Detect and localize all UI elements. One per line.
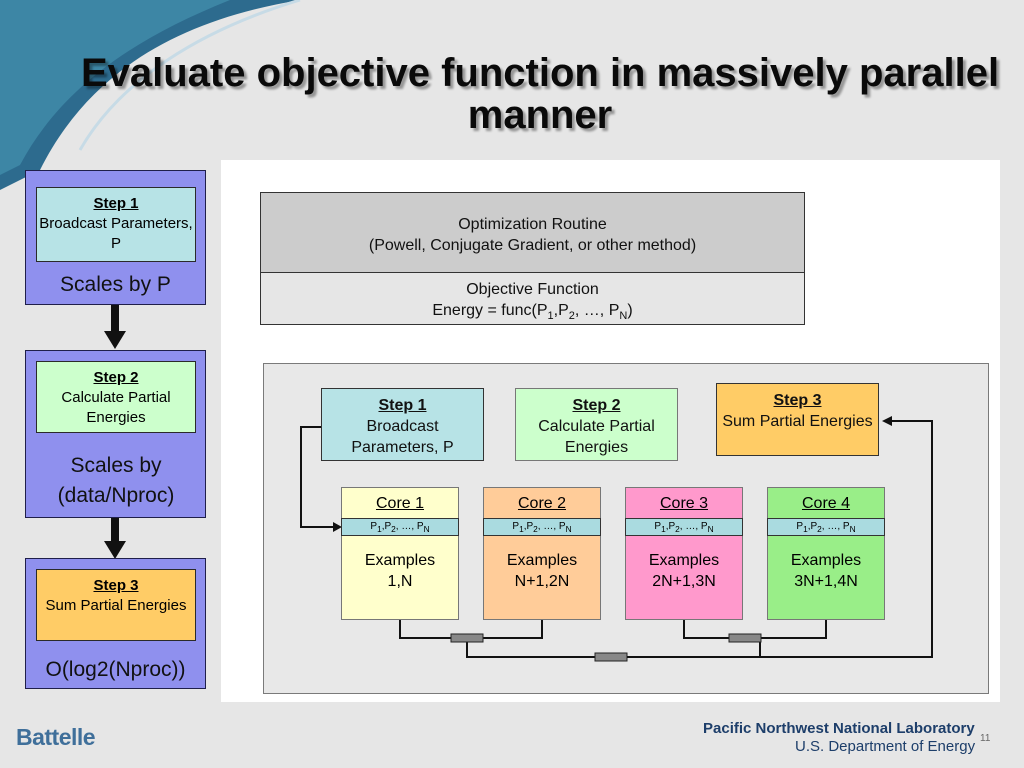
battelle-logo: Battelle [16, 724, 96, 750]
step-text: Broadcast Parameters, P [351, 418, 454, 456]
objective-title: Objective Function [466, 281, 599, 298]
param-strip: P1,P2, …, PN [483, 518, 601, 536]
param-strip: P1,P2, …, PN [767, 518, 885, 536]
step-label: Step 2 [572, 397, 621, 414]
optimization-methods: (Powell, Conjugate Gradient, or other me… [368, 237, 697, 254]
core-name: Core 3 [659, 495, 709, 512]
diagram-step3-box: Step 3 Sum Partial Energies [716, 383, 879, 456]
scaling-caption: O(log2(Nproc)) [45, 658, 186, 681]
slide-title: Evaluate objective function in massively… [80, 51, 1000, 137]
step-text: Broadcast Parameters, P [39, 215, 193, 252]
step-label: Step 3 [773, 392, 822, 409]
left-panel-step1: Step 1 Broadcast Parameters, P Scales by… [25, 170, 206, 305]
diagram-step1-box: Step 1 Broadcast Parameters, P [321, 388, 484, 461]
param-strip: P1,P2, …, PN [625, 518, 743, 536]
left-panel-step3: Step 3 Sum Partial Energies O(log2(Nproc… [25, 558, 206, 689]
objective-formula: Energy = func(P1,P2, …, PN) [432, 302, 633, 323]
down-arrow-1 [104, 305, 128, 350]
page-number: 11 [980, 733, 991, 744]
scaling-caption: Scales by (data/Nproc) [57, 454, 175, 507]
step-label: Step 1 [378, 397, 427, 414]
left-step1-box: Step 1 Broadcast Parameters, P [36, 187, 196, 262]
core-name: Core 4 [801, 495, 851, 512]
doe-name: U.S. Department of Energy [795, 738, 976, 755]
param-strip: P1,P2, …, PN [341, 518, 459, 536]
left-step2-box: Step 2 Calculate Partial Energies [36, 361, 196, 433]
down-arrow-2 [104, 518, 128, 560]
core-name: Core 2 [517, 495, 567, 512]
left-panel-step2: Step 2 Calculate Partial Energies Scales… [25, 350, 206, 518]
step-label: Step 3 [93, 577, 139, 594]
core-name: Core 1 [375, 495, 425, 512]
step-label: Step 2 [93, 369, 139, 386]
step-label: Step 1 [93, 195, 139, 212]
diagram-step2-box: Step 2 Calculate Partial Energies [515, 388, 678, 461]
step-text: Sum Partial Energies [722, 413, 873, 430]
objective-function-box: Objective Function Energy = func(P1,P2, … [260, 272, 805, 325]
optimization-routine-box: Optimization Routine (Powell, Conjugate … [260, 192, 805, 273]
step-text: Sum Partial Energies [45, 597, 187, 614]
scaling-caption: Scales by P [60, 273, 171, 296]
left-step3-box: Step 3 Sum Partial Energies [36, 569, 196, 641]
pnnl-name: Pacific Northwest National Laboratory [703, 720, 975, 737]
step-text: Calculate Partial Energies [538, 418, 655, 456]
step-text: Calculate Partial Energies [61, 389, 171, 426]
optimization-title: Optimization Routine [458, 216, 607, 233]
